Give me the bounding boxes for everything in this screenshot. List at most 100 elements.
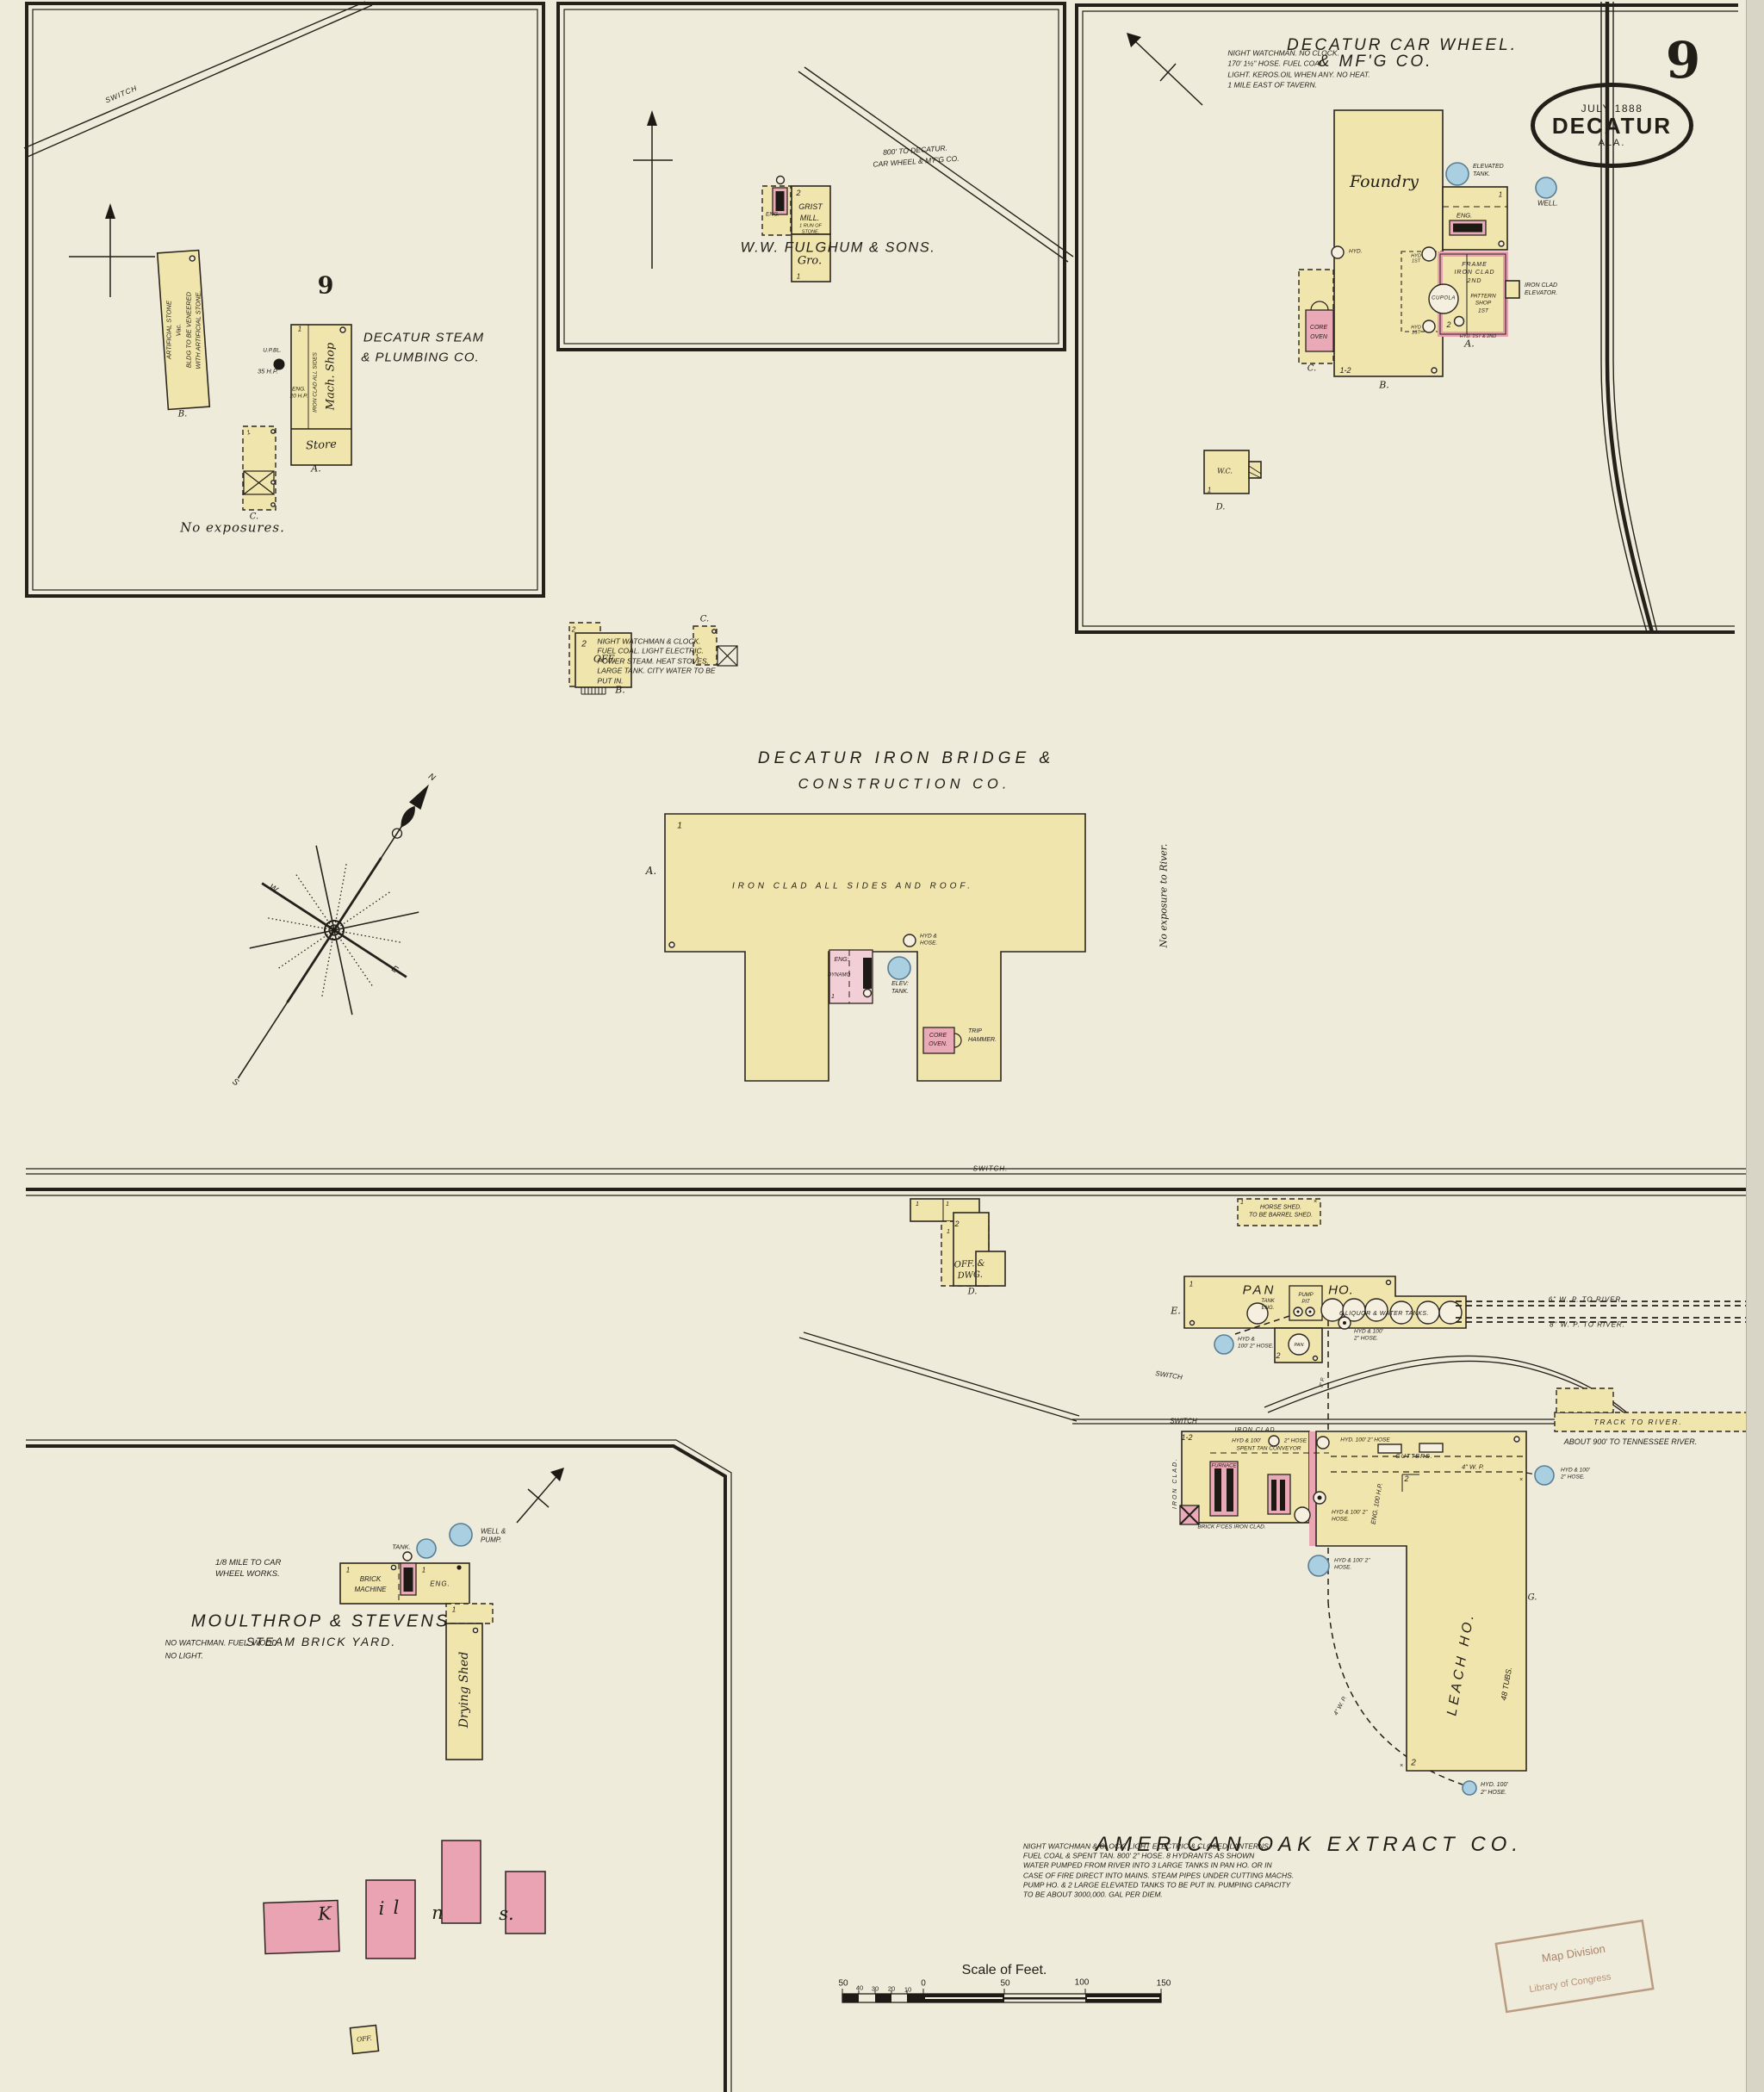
pan-2: 2 xyxy=(1276,1350,1281,1360)
p1-building-a-label: A. xyxy=(311,462,321,475)
pan-building-e-label: E. xyxy=(1171,1305,1181,1317)
title-car-wheel-1: DECATUR CAR WHEEL. xyxy=(1287,36,1518,54)
mid-notes: NIGHT WATCHMAN & CLOCK. FUEL COAL. LIGHT… xyxy=(597,636,716,686)
d-1c: 1 xyxy=(947,1228,950,1235)
p3-core-oven: CORE OVEN xyxy=(1309,324,1328,340)
bk-brick-machine: BRICK MACHINE xyxy=(354,1575,387,1593)
p3-wc: W.C. xyxy=(1217,467,1233,475)
oak-conveyor: SPENT TAN CONVEYOR xyxy=(1236,1445,1301,1452)
oak-furnace: FURNACE xyxy=(1211,1463,1237,1469)
oak-hyd-2: HYD. 100' 2" HOSE xyxy=(1340,1437,1390,1443)
mid-no-exposure: No exposure to River. xyxy=(1158,843,1170,948)
pan-hyd-1: HYD & 100' 2" HOSE. xyxy=(1238,1336,1274,1350)
oak-extract-buildings xyxy=(1179,1431,1555,1796)
pan-horse-shed-1: 1 xyxy=(1240,1199,1244,1206)
pan-pan: PAN xyxy=(1294,1342,1304,1348)
p1-35hp: 35 H.P. xyxy=(257,367,279,376)
oak-stories: 1-2 xyxy=(1181,1432,1193,1442)
north-arrows xyxy=(69,33,1203,1524)
title-steam-plumbing-2: & PLUMBING CO. xyxy=(361,350,480,365)
oak-4wp-2: 4" W. P. xyxy=(1332,1695,1349,1717)
bk-distance-note: 1/8 MILE TO CAR WHEEL WORKS. xyxy=(215,1558,282,1579)
p1-building-c-label: C. xyxy=(249,512,259,522)
d-1a: 1 xyxy=(916,1201,919,1207)
pan-name-2: HO. xyxy=(1328,1282,1354,1298)
pan-house-buildings xyxy=(910,1198,1762,1785)
sc-50r: 50 xyxy=(1000,1978,1010,1989)
oak-gutters: GUTTERS. xyxy=(1395,1453,1433,1460)
p3-hyd-12: HYD. 1ST & 2ND xyxy=(1459,333,1497,339)
oak-leach-2: 2 xyxy=(1411,1758,1416,1768)
pipe-8p-label: 8" P. xyxy=(1319,1376,1326,1388)
title-iron-bridge-1: DECATUR IRON BRIDGE & xyxy=(757,749,1055,767)
p3-hyd-bottom: HYD 1ST xyxy=(1411,325,1421,336)
title-fulghum: W.W. FULGHUM & SONS. xyxy=(740,239,936,256)
sheet-edge xyxy=(1746,0,1764,2092)
library-stamp-outline xyxy=(1494,1919,1655,2014)
compass-s: S xyxy=(230,1077,240,1089)
rail-switch-2: SWITCH xyxy=(1154,1369,1183,1381)
kiln-letter-n: n xyxy=(432,1902,444,1923)
p3-hyd-left: HYD. xyxy=(1349,248,1363,255)
steam-plumbing-buildings xyxy=(156,249,352,511)
p1-building-b-label: B. xyxy=(177,409,188,419)
scale-bar xyxy=(842,1989,1162,2003)
kilns xyxy=(263,1840,546,1959)
bk-tank: TANK. xyxy=(392,1543,411,1551)
sc-30: 30 xyxy=(871,1984,879,1993)
mid-eng: ENG: xyxy=(834,956,849,963)
compass-w: W xyxy=(267,882,280,895)
pipe-8-label: 8" W. P. TO RIVER. xyxy=(1550,1320,1625,1329)
oak-hyd-1a: HYD & 100' xyxy=(1232,1437,1261,1444)
kiln-letter-i: i xyxy=(378,1897,385,1919)
oak-hyd-1b: 2" HOSE xyxy=(1283,1437,1307,1444)
about-river: ABOUT 900' TO TENNESSEE RIVER. xyxy=(1563,1437,1698,1446)
mid-ironclad: IRON CLAD ALL SIDES AND ROOF. xyxy=(732,881,973,891)
compass-rose xyxy=(237,784,430,1079)
oak-hyd-4: HYD & 100' 2" HOSE. xyxy=(1332,1509,1368,1523)
p1-eng: ENG. xyxy=(292,386,306,393)
p3-building-a-label: A. xyxy=(1464,338,1475,350)
p1-mach-shop: Mach. Shop xyxy=(324,342,338,411)
pipe-6-label: 6" W. P. TO RIVER xyxy=(1548,1295,1622,1304)
d-label: D. xyxy=(967,1287,978,1297)
p2-run-of-stone: 1 RUN OF STONE. xyxy=(799,223,822,234)
badge-date: JULY 1888 xyxy=(1581,102,1643,115)
d-2: 2 xyxy=(954,1219,960,1228)
bk-annex-1: 1 xyxy=(451,1605,457,1614)
mid-b-2a: 2 xyxy=(571,625,576,634)
mid-hyd-hose: HYD & HOSE. xyxy=(920,933,938,947)
x-mark-2: × xyxy=(1519,1476,1524,1483)
title-moulthrop-2: STEAM BRICK YARD. xyxy=(245,1635,397,1648)
mid-trip-hammer: TRIP HAMMER. xyxy=(968,1028,997,1043)
sc-10: 10 xyxy=(904,1985,912,1994)
oak-4wp-1: 4" W. P. xyxy=(1461,1462,1485,1471)
badge-city: DECATUR xyxy=(1551,112,1673,139)
mid-eng-1: 1 xyxy=(831,993,835,1000)
mid-building-b-label: B. xyxy=(615,684,625,696)
title-iron-bridge-2: CONSTRUCTION CO. xyxy=(798,776,1011,792)
railroads-roads xyxy=(23,1,1762,1425)
pan-tank-eng: TANK ENG. xyxy=(1261,1299,1275,1311)
pan-tanks: 6 LIQUOR & WATER TANKS. xyxy=(1339,1310,1430,1317)
sc-100: 100 xyxy=(1074,1977,1090,1988)
oak-ironclad-top: IRON CLAD xyxy=(1234,1426,1276,1433)
p1-no-exposures: No exposures. xyxy=(180,519,285,536)
p1-a1: 1 xyxy=(297,325,302,333)
p3-pattern-shop: PATTERN SHOP 1ST xyxy=(1470,293,1496,314)
p2-mill: MILL. xyxy=(799,213,820,222)
sheet-number: 9 xyxy=(1665,31,1701,90)
pan-horse-shed: HORSE SHED. TO BE BARREL SHED. xyxy=(1248,1204,1314,1219)
p3-elevator: IRON CLAD ELEVATOR. xyxy=(1525,282,1558,296)
mid-b-2b: 2 xyxy=(581,639,587,649)
compass-n: N xyxy=(426,772,438,784)
pan-name-1: PAN xyxy=(1242,1282,1276,1298)
p1-switch-label: SWITCH xyxy=(103,83,139,105)
p3-eng: ENG. xyxy=(1456,211,1473,220)
oak-hyd-3: HYD & 100' 2" HOSE. xyxy=(1561,1467,1590,1481)
p2-eng: ENG. xyxy=(766,211,780,218)
p3-foundry-stories: 1-2 xyxy=(1339,365,1351,375)
bk-drying-shed: Drying Shed xyxy=(457,1651,471,1729)
